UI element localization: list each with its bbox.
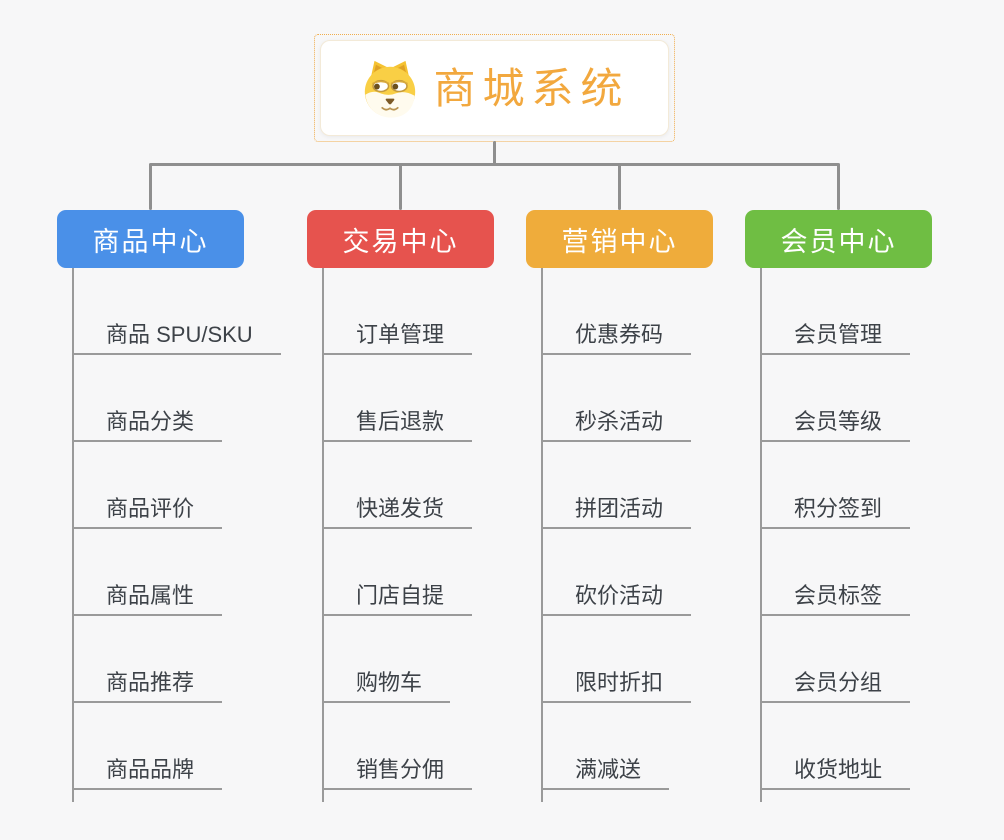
leaf-node[interactable]: 满减送 (541, 703, 670, 790)
leaf-node[interactable]: 门店自提 (322, 529, 473, 616)
leaf-node[interactable]: 拼团活动 (541, 442, 692, 529)
leaf-node[interactable]: 商品推荐 (72, 616, 223, 703)
branch-trunk-marketing (541, 268, 543, 802)
connector-root-drop (493, 141, 496, 165)
connector-horizontal-bar (149, 163, 840, 166)
root-node[interactable]: 商城系统 (314, 34, 675, 142)
branch-trunk-trade (322, 268, 324, 802)
leaf-node[interactable]: 会员等级 (760, 355, 911, 442)
connector-drop-product (149, 164, 152, 210)
branch-header-trade-center[interactable]: 交易中心 (307, 210, 494, 268)
branch-trunk-member (760, 268, 762, 802)
branch-header-product-center[interactable]: 商品中心 (57, 210, 244, 268)
leaf-node[interactable]: 限时折扣 (541, 616, 692, 703)
connector-drop-trade (399, 164, 402, 210)
leaf-node[interactable]: 售后退款 (322, 355, 473, 442)
leaf-node[interactable]: 会员管理 (760, 268, 911, 355)
leaf-node[interactable]: 销售分佣 (322, 703, 473, 790)
leaf-node[interactable]: 收货地址 (760, 703, 911, 790)
branch-header-marketing-center[interactable]: 营销中心 (526, 210, 713, 268)
leaf-node[interactable]: 购物车 (322, 616, 451, 703)
leaf-node[interactable]: 优惠券码 (541, 268, 692, 355)
branch-leaves-product: 商品 SPU/SKU 商品分类 商品评价 商品属性 商品推荐 商品品牌 (72, 268, 281, 790)
leaf-node[interactable]: 会员标签 (760, 529, 911, 616)
leaf-node[interactable]: 商品品牌 (72, 703, 223, 790)
branch-leaves-marketing: 优惠券码 秒杀活动 拼团活动 砍价活动 限时折扣 满减送 (541, 268, 692, 790)
branch-leaves-member: 会员管理 会员等级 积分签到 会员标签 会员分组 收货地址 (760, 268, 911, 790)
leaf-node[interactable]: 商品 SPU/SKU (72, 268, 281, 355)
branch-header-member-center[interactable]: 会员中心 (745, 210, 932, 268)
leaf-node[interactable]: 秒杀活动 (541, 355, 692, 442)
branch-trunk-product (72, 268, 74, 802)
leaf-node[interactable]: 积分签到 (760, 442, 911, 529)
leaf-node[interactable]: 快递发货 (322, 442, 473, 529)
root-node-card: 商城系统 (320, 40, 669, 136)
root-title: 商城系统 (433, 65, 630, 112)
leaf-node[interactable]: 商品分类 (72, 355, 223, 442)
connector-drop-member (837, 164, 840, 210)
leaf-node[interactable]: 会员分组 (760, 616, 911, 703)
leaf-node[interactable]: 商品评价 (72, 442, 223, 529)
dog-face-icon (359, 57, 421, 119)
leaf-node[interactable]: 砍价活动 (541, 529, 692, 616)
leaf-node[interactable]: 订单管理 (322, 268, 473, 355)
leaf-node[interactable]: 商品属性 (72, 529, 223, 616)
connector-drop-marketing (618, 164, 621, 210)
branch-leaves-trade: 订单管理 售后退款 快递发货 门店自提 购物车 销售分佣 (322, 268, 473, 790)
